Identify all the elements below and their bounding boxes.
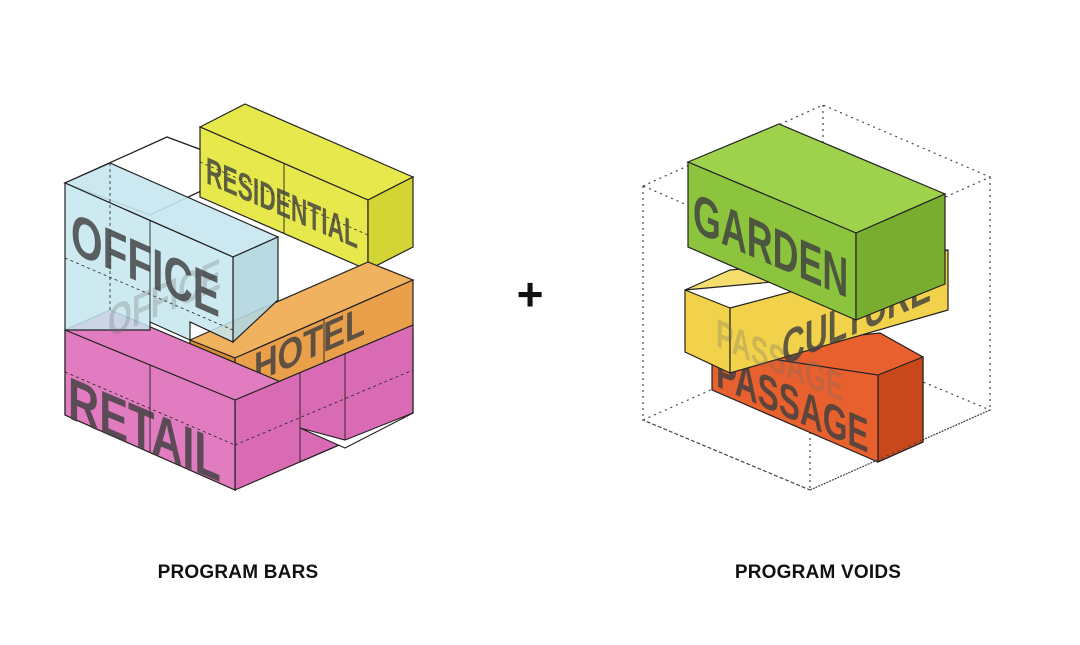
office-bar: OFFICE OFFICE xyxy=(63,162,280,348)
program-voids-diagram: PASSAGE PASSAGE CULTURE GARDEN xyxy=(641,104,992,491)
program-voids-caption: PROGRAM VOIDS xyxy=(734,562,902,583)
retail-bar: RETAIL xyxy=(64,309,414,496)
residential-bar: RESIDENTIAL xyxy=(198,103,415,271)
plus-operator: + xyxy=(516,268,544,320)
program-bars-diagram: RESIDENTIAL HOTEL RETAIL xyxy=(63,103,415,496)
program-bars-caption: PROGRAM BARS xyxy=(157,562,319,583)
garden-void: GARDEN xyxy=(686,123,947,321)
